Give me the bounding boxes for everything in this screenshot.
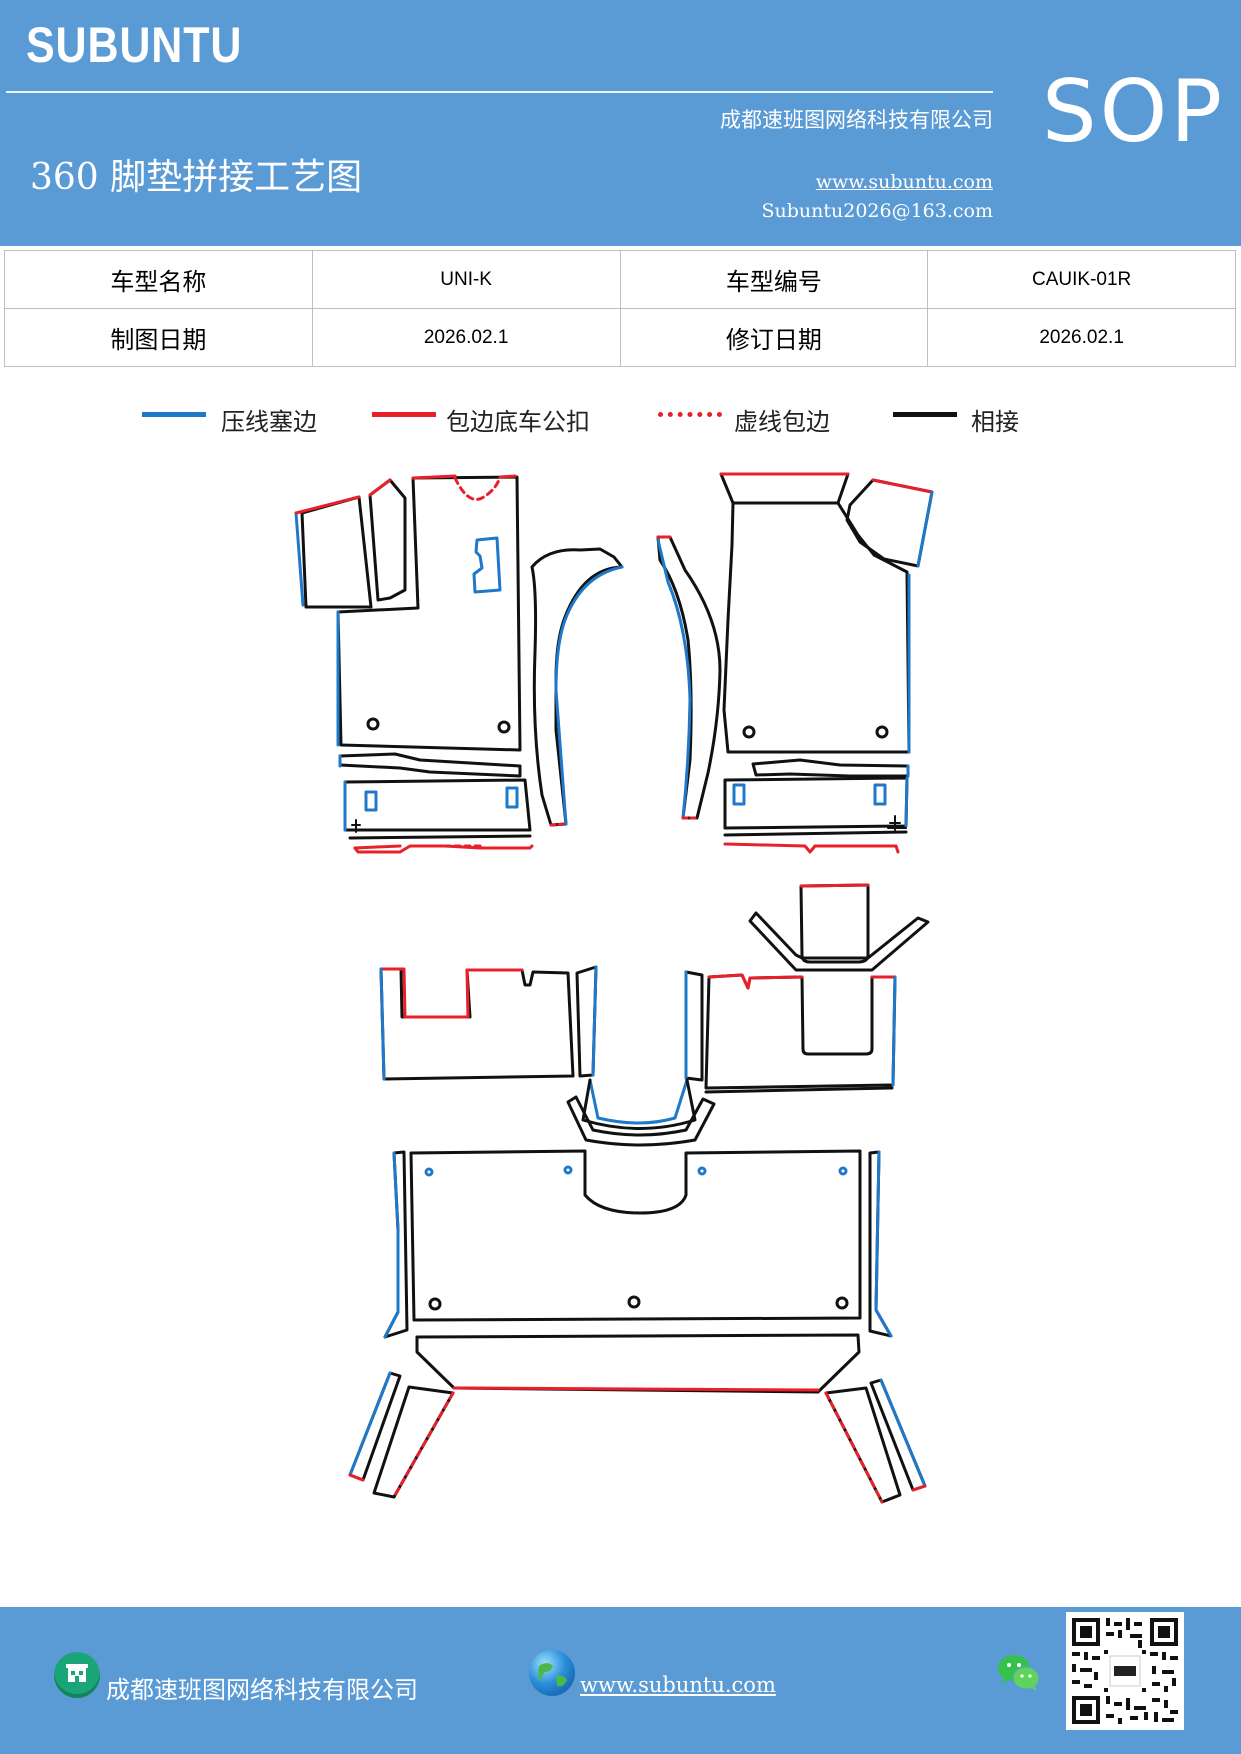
footer-banner: 成都速班图网络科技有限公司 www.subuntu.com: [0, 1607, 1241, 1754]
revision-date-label: 修订日期: [619, 308, 929, 367]
table-row: 车型名称 UNI-K 车型编号 CAUIK-01R: [4, 250, 1236, 309]
globe-icon: [529, 1650, 575, 1696]
front-right-mat: [656, 472, 934, 854]
header-website-link[interactable]: www.subuntu.com: [815, 171, 993, 193]
legend-label: 虚线包边: [734, 408, 830, 436]
front-left-mat: [294, 474, 624, 854]
floor-mat-diagram: [294, 472, 934, 1504]
model-name-value: UNI-K: [311, 250, 621, 309]
drawing-date-label: 制图日期: [4, 308, 313, 367]
legend-swatch-red-dotted: [658, 412, 722, 417]
header-banner: SUBUNTU 成都速班图网络科技有限公司 360 脚垫拼接工艺图 www.su…: [0, 0, 1241, 246]
wechat-icon[interactable]: [996, 1651, 1042, 1695]
legend-label: 压线塞边: [221, 408, 317, 436]
header-company: 成都速班图网络科技有限公司: [720, 108, 993, 132]
second-row-mats: [379, 883, 930, 1147]
model-code-label: 车型编号: [619, 250, 929, 309]
drawing-date-value: 2026.02.1: [311, 308, 621, 367]
footer-website-link[interactable]: www.subuntu.com: [580, 1673, 776, 1697]
qr-code: [1066, 1612, 1184, 1730]
document-title: 360 脚垫拼接工艺图: [30, 157, 363, 198]
revision-date-value: 2026.02.1: [927, 308, 1236, 367]
table-row: 制图日期 2026.02.1 修订日期 2026.02.1: [4, 308, 1236, 367]
header-divider: [6, 91, 993, 93]
model-name-label: 车型名称: [4, 250, 313, 309]
footer-company: 成都速班图网络科技有限公司: [106, 1676, 418, 1704]
brand-logo: SUBUNTU: [26, 17, 243, 73]
legend-swatch-black: [893, 412, 957, 417]
legend-swatch-red: [372, 412, 436, 417]
model-code-value: CAUIK-01R: [927, 250, 1236, 309]
header-email: Subuntu2026@163.com: [761, 200, 993, 222]
sop-badge: SOP: [1042, 62, 1226, 162]
rear-row-mats: [348, 1149, 927, 1504]
legend-label: 包边底车公扣: [446, 408, 590, 436]
legend-label: 相接: [971, 408, 1019, 436]
building-icon: [54, 1652, 100, 1698]
legend-swatch-blue: [142, 412, 206, 417]
vehicle-info-table: 车型名称 UNI-K 车型编号 CAUIK-01R 制图日期 2026.02.1…: [4, 250, 1236, 367]
